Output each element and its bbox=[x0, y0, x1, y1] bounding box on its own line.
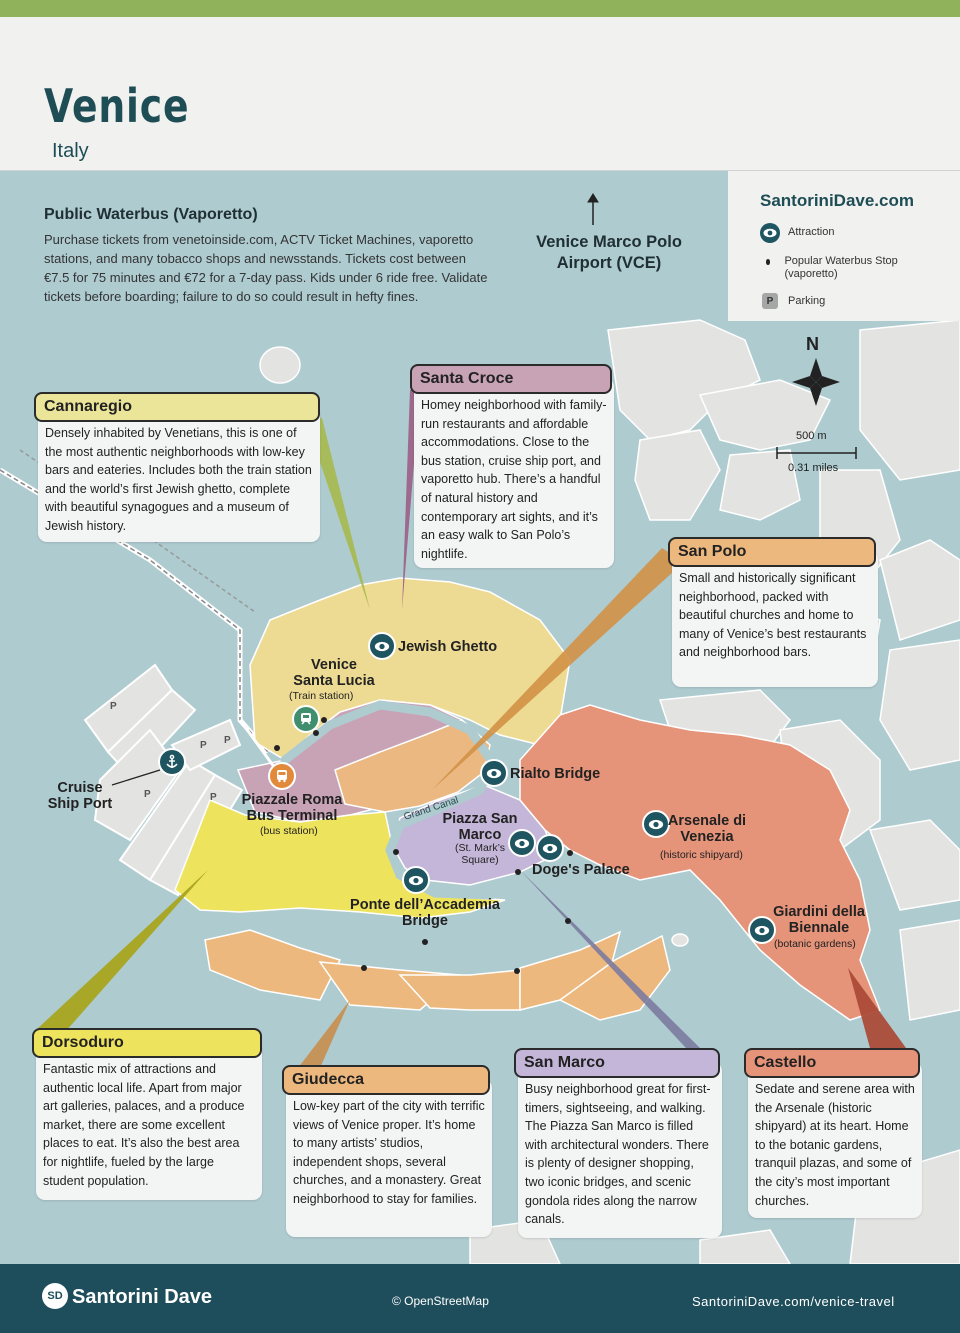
dorsoduro-card: Dorsoduro Fantastic mix of attractions a… bbox=[32, 1028, 262, 1200]
arsenale-eye-icon[interactable] bbox=[642, 810, 670, 838]
grand-canal bbox=[280, 700, 550, 900]
san-polo-pointer bbox=[432, 548, 684, 790]
svg-text:P: P bbox=[110, 701, 117, 712]
arsenale-label: Arsenale di Venezia bbox=[667, 813, 747, 845]
san-marco-card: San Marco Busy neighborhood great for fi… bbox=[514, 1048, 722, 1238]
footer-brand: Santorini Dave bbox=[72, 1286, 213, 1308]
airport-label: Venice Marco Polo Airport (VCE) bbox=[520, 232, 698, 274]
page-header: Venice Italy bbox=[0, 17, 960, 171]
piazza-san-marco-sublabel: (St. Mark’s Square) bbox=[455, 842, 505, 866]
accademia-eye-icon[interactable] bbox=[402, 866, 430, 894]
page-subtitle: Italy bbox=[52, 140, 89, 162]
compass-rose bbox=[792, 358, 840, 406]
airport-label-line1: Venice Marco Polo bbox=[536, 233, 682, 251]
parking-markers: P P P P P bbox=[110, 701, 231, 803]
piazzale-roma-sublabel: (bus station) bbox=[260, 825, 318, 837]
san-marco-label: San Marco bbox=[514, 1048, 720, 1078]
cruise-port-label: Cruise Ship Port bbox=[47, 780, 113, 812]
san-marco-text: Busy neighborhood great for first-timers… bbox=[525, 1082, 711, 1227]
piazza-san-marco-label: Piazza San Marco bbox=[442, 811, 518, 843]
cannaregio-text: Densely inhabited by Venetians, this is … bbox=[45, 426, 312, 533]
giardini-eye-icon[interactable] bbox=[748, 916, 776, 944]
airport-label-line2: Airport (VCE) bbox=[556, 254, 662, 272]
compass-north-label: N bbox=[806, 334, 819, 354]
svg-text:P: P bbox=[144, 789, 151, 800]
rialto-label: Rialto Bridge bbox=[510, 766, 601, 782]
piazza-san-marco-eye-icon[interactable] bbox=[508, 829, 536, 857]
svg-text:P: P bbox=[200, 740, 207, 751]
arsenale-sublabel: (historic shipyard) bbox=[660, 849, 743, 861]
piazzale-roma-label: Piazzale Roma Bus Terminal bbox=[241, 792, 343, 824]
stop-dot-icon bbox=[766, 259, 771, 265]
top-accent-bar bbox=[0, 0, 960, 17]
footer-url-link[interactable]: SantoriniDave.com/venice-travel bbox=[692, 1294, 895, 1309]
scale-meters-label: 500 m bbox=[796, 430, 827, 442]
santorini-dave-logo-icon: SD bbox=[42, 1283, 68, 1309]
map-legend: SantoriniDave.com Attraction Popular Wat… bbox=[728, 171, 960, 321]
cannaregio-pointer bbox=[305, 418, 370, 610]
dorsoduro-label: Dorsoduro bbox=[32, 1028, 262, 1058]
santa-croce-label: Santa Croce bbox=[410, 364, 612, 394]
airport-arrow bbox=[587, 193, 599, 225]
giudecca-pointer bbox=[298, 1000, 350, 1068]
legend-attraction-label: Attraction bbox=[788, 226, 835, 238]
legend-attraction: Attraction bbox=[760, 223, 834, 243]
legend-parking-label: Parking bbox=[788, 295, 826, 307]
santa-croce-card: Santa Croce Homey neighborhood with fami… bbox=[410, 364, 614, 568]
giudecca-text: Low-key part of the city with terrific v… bbox=[293, 1099, 485, 1206]
castello-text: Sedate and serene area with the Arsenale… bbox=[755, 1082, 915, 1208]
svg-text:P: P bbox=[210, 792, 217, 803]
footer-attribution: © OpenStreetMap bbox=[392, 1294, 489, 1308]
san-polo-text: Small and historically significant neigh… bbox=[679, 571, 867, 660]
doges-palace-eye-icon[interactable] bbox=[536, 834, 564, 862]
giudecca-card: Giudecca Low-key part of the city with t… bbox=[282, 1065, 492, 1237]
san-marco-pointer bbox=[520, 870, 700, 1048]
accademia-label: Ponte dell’Accademia Bridge bbox=[350, 897, 500, 929]
scale-bar bbox=[776, 447, 857, 459]
dorsoduro-pointer bbox=[36, 870, 208, 1040]
cannaregio-card: Cannaregio Densely inhabited by Venetian… bbox=[34, 392, 320, 542]
dorsoduro-text: Fantastic mix of attractions and authent… bbox=[43, 1062, 245, 1188]
parking-icon: P bbox=[762, 293, 778, 309]
legend-stop: Popular Waterbus Stop (vaporetto) bbox=[760, 255, 910, 281]
castello-label: Castello bbox=[744, 1048, 920, 1078]
jewish-ghetto-label: Jewish Ghetto bbox=[398, 639, 498, 655]
waterbus-body: Purchase tickets from venetoinside.com, … bbox=[44, 232, 488, 304]
bus-icon[interactable] bbox=[268, 762, 296, 790]
legend-parking: P Parking bbox=[760, 293, 825, 309]
waterbus-heading: Public Waterbus (Vaporetto) bbox=[44, 206, 258, 223]
castello-card: Castello Sedate and serene area with the… bbox=[744, 1048, 922, 1218]
rialto-eye-icon[interactable] bbox=[480, 759, 508, 787]
castello-pointer bbox=[848, 968, 906, 1048]
page-title: Venice bbox=[44, 79, 190, 133]
santa-croce-text: Homey neighborhood with family-run resta… bbox=[421, 398, 607, 561]
giardini-label: Giardini della Biennale bbox=[773, 904, 865, 936]
anchor-icon[interactable] bbox=[158, 748, 186, 776]
doges-palace-label: Doge's Palace bbox=[532, 862, 630, 878]
giudecca-label: Giudecca bbox=[282, 1065, 490, 1095]
santa-lucia-label: Venice Santa Lucia bbox=[293, 657, 375, 689]
eye-icon bbox=[760, 223, 780, 243]
scale-miles-label: 0.31 miles bbox=[788, 462, 839, 474]
waterbus-info: Public Waterbus (Vaporetto) Purchase tic… bbox=[44, 206, 494, 306]
legend-stop-label: Popular Waterbus Stop (vaporetto) bbox=[784, 255, 898, 280]
san-polo-card: San Polo Small and historically signific… bbox=[668, 537, 878, 687]
santa-lucia-sublabel: (Train station) bbox=[289, 690, 354, 702]
page-footer: SD Santorini Dave © OpenStreetMap Santor… bbox=[0, 1264, 960, 1333]
svg-text:P: P bbox=[224, 735, 231, 746]
train-icon[interactable] bbox=[292, 705, 320, 733]
cannaregio-label: Cannaregio bbox=[34, 392, 320, 422]
jewish-ghetto-eye-icon[interactable] bbox=[368, 632, 396, 660]
san-polo-label: San Polo bbox=[668, 537, 876, 567]
giardini-sublabel: (botanic gardens) bbox=[774, 938, 856, 950]
legend-brand: SantoriniDave.com bbox=[760, 191, 914, 210]
castello-area bbox=[519, 704, 881, 1021]
